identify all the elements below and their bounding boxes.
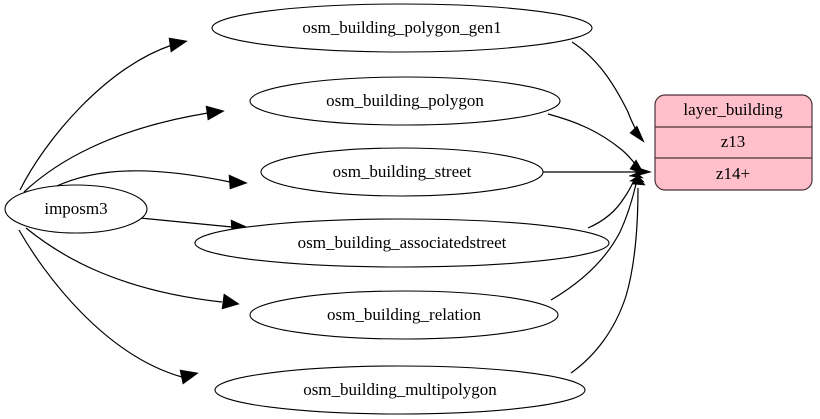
node-shape[interactable] [260, 147, 544, 197]
node-shape[interactable] [4, 184, 148, 234]
node-shape[interactable] [194, 218, 610, 268]
node-label: imposm3 [44, 199, 107, 218]
node-osm_building_associatedstreet[interactable]: osm_building_associatedstreet [194, 218, 610, 268]
node-label: osm_building_relation [327, 305, 481, 324]
record-row-title: layer_building [683, 100, 783, 119]
node-osm_building_polygon_gen1[interactable]: osm_building_polygon_gen1 [211, 3, 593, 53]
node-shape[interactable] [249, 76, 561, 126]
edge-path [587, 177, 636, 229]
edge-path [23, 112, 209, 193]
node-label: osm_building_multipolygon [303, 380, 497, 399]
arrow-head-icon [205, 105, 225, 121]
edge-path [547, 113, 637, 166]
node-osm_building_relation[interactable]: osm_building_relation [249, 290, 559, 340]
edge-path [25, 227, 223, 303]
node-label: osm_building_polygon_gen1 [302, 18, 501, 37]
node-label: osm_building_polygon [326, 91, 484, 110]
arrow-head-icon [168, 37, 188, 53]
edge-imposm3-to-osm_building_multipolygon [18, 229, 199, 385]
node-layer_building[interactable]: layer_building z13 z14+ [654, 94, 813, 191]
arrow-head-icon [228, 174, 248, 190]
edge-path [550, 183, 637, 301]
arrow-head-icon [631, 177, 646, 186]
arrow-head-icon [179, 369, 199, 385]
node-osm_building_polygon[interactable]: osm_building_polygon [249, 76, 561, 126]
record-row-z13: z13 [721, 132, 746, 151]
edge-osm_building_polygon-to-layer_building-z14plus [547, 113, 645, 175]
record-shape[interactable] [654, 94, 813, 191]
edge-osm_building_polygon_gen1-to-layer_building-z13 [571, 41, 645, 143]
node-shape[interactable] [211, 3, 593, 53]
edge-imposm3-to-osm_building_relation [25, 227, 240, 310]
edge-osm_building_street-to-layer_building-z14plus [543, 166, 653, 177]
node-imposm3[interactable]: imposm3 [4, 184, 148, 234]
edge-imposm3-to-osm_building_polygon_gen1 [19, 37, 188, 191]
node-osm_building_street[interactable]: osm_building_street [260, 147, 544, 197]
record-row-z14plus: z14+ [716, 164, 750, 183]
arrow-head-icon [221, 293, 240, 310]
edge-path [570, 187, 639, 374]
edge-path [139, 217, 233, 228]
node-shape[interactable] [214, 365, 586, 415]
edge-path [571, 41, 637, 131]
edge-path [18, 229, 183, 378]
edge-osm_building_multipolygon-to-layer_building-z14plus [570, 177, 646, 374]
node-shape[interactable] [249, 290, 559, 340]
arrow-head-icon [635, 166, 653, 177]
edge-group-tables-to-layer [543, 41, 653, 374]
edge-imposm3-to-osm_building_polygon [23, 105, 225, 193]
arrow-head-icon [629, 125, 645, 143]
node-label: osm_building_street [333, 162, 472, 181]
node-osm_building_multipolygon[interactable]: osm_building_multipolygon [214, 365, 586, 415]
edge-path [19, 44, 173, 191]
node-label: osm_building_associatedstreet [298, 233, 507, 252]
